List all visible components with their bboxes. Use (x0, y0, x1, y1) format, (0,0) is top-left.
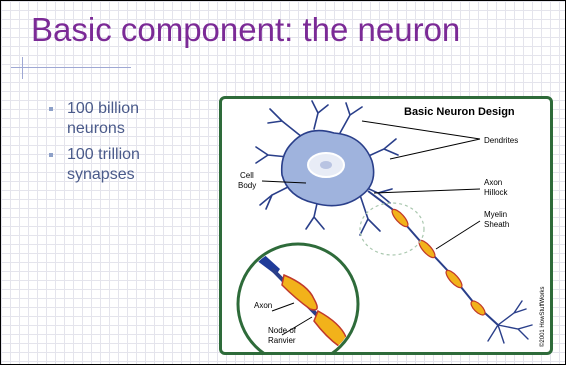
label-axon-hillock-line1: Axon (484, 178, 502, 187)
bullet-item: 100 billion neurons (45, 99, 197, 139)
bullet-item: 100 trillion synapses (45, 145, 197, 185)
neuron-illustration: Basic Neuron Design Dendrites Cell Body … (222, 99, 550, 352)
label-node-line1: Node of (268, 326, 297, 335)
label-axon-hillock-line2: Hillock (484, 188, 509, 197)
neuron-diagram: Basic Neuron Design Dendrites Cell Body … (219, 96, 553, 355)
slide-title: Basic component: the neuron (31, 11, 460, 49)
title-rule-vertical (22, 57, 23, 79)
diagram-title: Basic Neuron Design (404, 106, 515, 118)
bullet-list: 100 billion neurons 100 trillion synapse… (45, 99, 197, 191)
copyright-credit: ©2001 HowStuffWorks (539, 286, 546, 347)
label-cell-body-line1: Cell (240, 171, 254, 180)
label-myelin-line1: Myelin (484, 210, 507, 219)
label-dendrites: Dendrites (484, 136, 518, 145)
label-axon: Axon (254, 301, 272, 310)
label-myelin-line2: Sheath (484, 220, 509, 229)
label-node-line2: Ranvier (268, 336, 296, 345)
label-cell-body-line2: Body (238, 181, 256, 190)
title-rule-horizontal (11, 67, 131, 68)
